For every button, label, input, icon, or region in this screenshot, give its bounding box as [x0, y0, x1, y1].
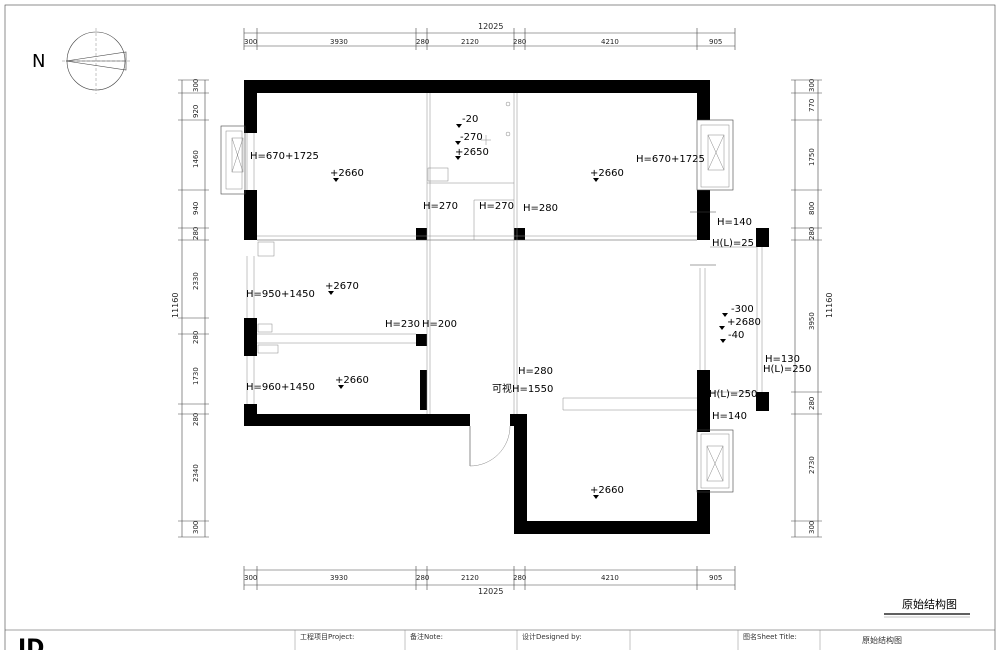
title-block-note: 备注Note: — [410, 632, 443, 641]
label-beam-g: H=200 — [422, 319, 457, 330]
top-dim-4: 2120 — [461, 38, 479, 46]
bay-window-right-top — [696, 119, 734, 191]
title-block: ID 工程项目Project: 备注Note: 设计Designed by: 图… — [5, 629, 995, 650]
north-arrow-compass: N — [32, 28, 130, 94]
left-total-dim: 11160 — [171, 293, 180, 318]
left-dim-11: 300 — [192, 521, 200, 534]
right-dim-7: 280 — [808, 397, 816, 410]
top-dim-7: 905 — [709, 38, 722, 46]
top-dim-5: 280 — [513, 38, 526, 46]
bay-window-right-bottom — [696, 429, 734, 493]
left-dim-5: 280 — [192, 227, 200, 240]
sheet-title: 原始结构图 — [902, 597, 957, 611]
level-markers — [328, 124, 728, 499]
dimension-ticks — [178, 28, 822, 590]
label-left-window-1: H=950+1450 — [246, 289, 315, 300]
label-right-level-2: +2680 — [727, 317, 761, 328]
label-ceiling-note: 可视H=1550 — [492, 382, 553, 395]
label-lower-level: +2660 — [335, 375, 369, 386]
label-right-level-1: -300 — [731, 304, 754, 315]
bottom-dim-7: 905 — [709, 574, 722, 582]
left-dim-2: 920 — [192, 105, 200, 118]
bottom-dim-3: 280 — [416, 574, 429, 582]
left-dim-10: 2340 — [192, 464, 200, 482]
label-beam-l: H=140 — [712, 411, 747, 422]
left-dim-6: 2330 — [192, 272, 200, 290]
label-beam-h: H=280 — [518, 366, 553, 377]
interior-partitions — [257, 93, 763, 414]
label-room1-window: H=670+1725 — [250, 151, 319, 162]
top-dim-3: 280 — [416, 38, 429, 46]
bottom-dim-1: 300 — [244, 574, 257, 582]
left-dim-1: 300 — [192, 79, 200, 92]
left-dim-3: 1460 — [192, 150, 200, 168]
window-openings — [246, 133, 716, 404]
bottom-dim-2: 3930 — [330, 574, 348, 582]
bottom-dim-5: 280 — [513, 574, 526, 582]
right-dim-3: 1750 — [808, 148, 816, 166]
label-bottom-room-level: +2660 — [590, 485, 624, 496]
bay-window-left — [220, 125, 246, 195]
label-beam-k: H(L)=250 — [709, 389, 757, 400]
title-block-project: 工程项目Project: — [300, 632, 354, 641]
right-dim-6: 3950 — [808, 312, 816, 330]
right-dim-5: 280 — [808, 227, 816, 240]
title-block-sheet-label: 图名Sheet Title: — [743, 632, 797, 641]
left-dim-7: 280 — [192, 331, 200, 344]
label-beam-i: H=130 — [765, 354, 800, 365]
annotation-labels: H=670+1725 +2660 -20 -270 +2650 H=670+17… — [246, 114, 811, 496]
label-beam-j: H(L)=250 — [763, 364, 811, 375]
label-bath-level-2: -270 — [460, 132, 483, 143]
exterior-walls — [244, 80, 769, 534]
label-beam-e: H(L)=25 — [712, 238, 754, 249]
right-dim-9: 300 — [808, 521, 816, 534]
title-block-logo: ID — [18, 636, 44, 650]
label-bath-level-3: +2650 — [455, 147, 489, 158]
sheet-border — [4, 4, 996, 650]
right-dimension-chain: 11160 300 770 1750 800 280 3950 280 2730… — [794, 79, 834, 537]
bottom-total-dim: 12025 — [478, 587, 503, 596]
label-mid-level: +2670 — [325, 281, 359, 292]
label-beam-b: H=270 — [479, 201, 514, 212]
label-beam-f: H=230 — [385, 319, 420, 330]
left-dim-4: 940 — [192, 202, 200, 215]
top-dimension-chain: 12025 300 3930 280 2120 280 4210 905 — [244, 22, 735, 47]
left-dimension-chain: 11160 300 920 1460 940 280 2330 280 1730… — [171, 79, 206, 537]
label-beam-c: H=280 — [523, 203, 558, 214]
label-beam-a: H=270 — [423, 201, 458, 212]
label-left-window-2: H=960+1450 — [246, 382, 315, 393]
top-dim-2: 3930 — [330, 38, 348, 46]
label-right-level-3: -40 — [728, 330, 744, 341]
right-total-dim: 11160 — [825, 293, 834, 318]
label-bath-level-1: -20 — [462, 114, 478, 125]
label-beam-d: H=140 — [717, 217, 752, 228]
top-total-dim: 12025 — [478, 22, 503, 31]
top-dim-6: 4210 — [601, 38, 619, 46]
left-dim-8: 1730 — [192, 367, 200, 385]
entry-door-swing — [469, 414, 514, 467]
label-room1-level: +2660 — [330, 168, 364, 179]
title-block-designer: 设计Designed by: — [522, 632, 582, 641]
bottom-dim-4: 2120 — [461, 574, 479, 582]
label-room2-level: +2660 — [590, 168, 624, 179]
label-room2-window: H=670+1725 — [636, 154, 705, 165]
bottom-dim-6: 4210 — [601, 574, 619, 582]
right-dim-2: 770 — [808, 99, 816, 112]
compass-letter: N — [32, 51, 45, 72]
left-dim-9: 280 — [192, 413, 200, 426]
right-dim-8: 2730 — [808, 456, 816, 474]
plumbing-fixtures — [257, 101, 511, 354]
right-dim-1: 300 — [808, 79, 816, 92]
bottom-dimension-chain: 12025 300 3930 280 2120 280 4210 905 — [244, 569, 735, 596]
top-dim-1: 300 — [244, 38, 257, 46]
right-dim-4: 800 — [808, 202, 816, 215]
title-block-sheet-value: 原始结构图 — [862, 635, 902, 645]
